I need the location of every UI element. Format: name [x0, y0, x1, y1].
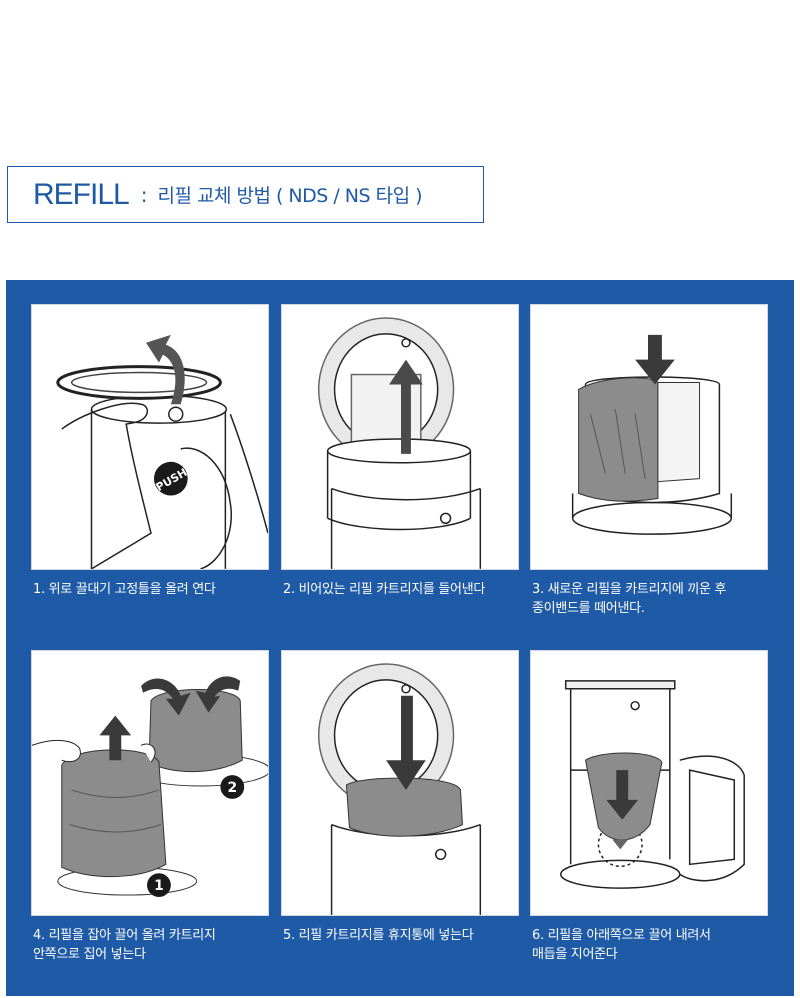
- step-2-image: [281, 304, 519, 570]
- step-5-caption: 5. 리필 카트리지를 휴지통에 넣는다: [283, 928, 474, 943]
- badge-one: 1: [154, 878, 164, 894]
- push-badge: [153, 461, 188, 496]
- page-title: REFILL: [33, 177, 130, 211]
- step-1-image: PUSH: [31, 304, 269, 570]
- knot-tie-illustration: [560, 680, 745, 889]
- step-5: 5. 리필 카트리지를 휴지통에 넣는다: [281, 650, 521, 945]
- step-2: 2. 비어있는 리필 카트리지를 들어낸다: [281, 304, 521, 599]
- step-1-caption: 1. 위로 끌대기 고정틀을 올려 연다: [33, 582, 216, 597]
- title-box: REFILL : 리필 교체 방법 ( NDS / NS 타입 ): [7, 166, 484, 223]
- refill-pull-illustration: 1 2: [32, 676, 268, 898]
- badge-two: 2: [227, 780, 237, 796]
- title-separator: :: [140, 182, 148, 207]
- step-6-image: [530, 650, 768, 916]
- step-5-image: [281, 650, 519, 916]
- step-4: 1 2 4. 리필을 잡아 끌어 올려 카트리지 안쪽으로 집어 넣는다: [31, 650, 271, 964]
- step-4-caption: 4. 리필을 잡아 끌어 올려 카트리지 안쪽으로 집어 넣는다: [33, 928, 216, 962]
- step-3-image: [530, 304, 768, 570]
- step-1: PUSH 1. 위로 끌대기 고정틀을 올려 연다: [31, 304, 271, 599]
- step-2-caption: 2. 비어있는 리필 카트리지를 들어낸다: [283, 582, 486, 597]
- cartridge-remove-illustration: [317, 317, 482, 569]
- cartridge-insert-illustration: [317, 663, 482, 915]
- step-6-caption: 6. 리필을 아래쪽으로 끌어 내려서 매듭을 지어준다: [532, 928, 711, 962]
- instructions-panel: PUSH 1. 위로 끌대기 고정틀을 올려 연다: [6, 280, 794, 996]
- step-6: 6. 리필을 아래쪽으로 끌어 내려서 매듭을 지어준다: [530, 650, 770, 964]
- step-3: 3. 새로운 리필을 카트리지에 끼운 후 종이밴드를 떼어낸다.: [530, 304, 770, 618]
- step-4-image: 1 2: [31, 650, 269, 916]
- page-subtitle: 리필 교체 방법 ( NDS / NS 타입 ): [157, 185, 423, 207]
- step-3-caption: 3. 새로운 리필을 카트리지에 끼운 후 종이밴드를 떼어낸다.: [532, 582, 727, 616]
- lid-lift-illustration: PUSH: [56, 334, 268, 569]
- refill-insert-illustration: [571, 334, 733, 535]
